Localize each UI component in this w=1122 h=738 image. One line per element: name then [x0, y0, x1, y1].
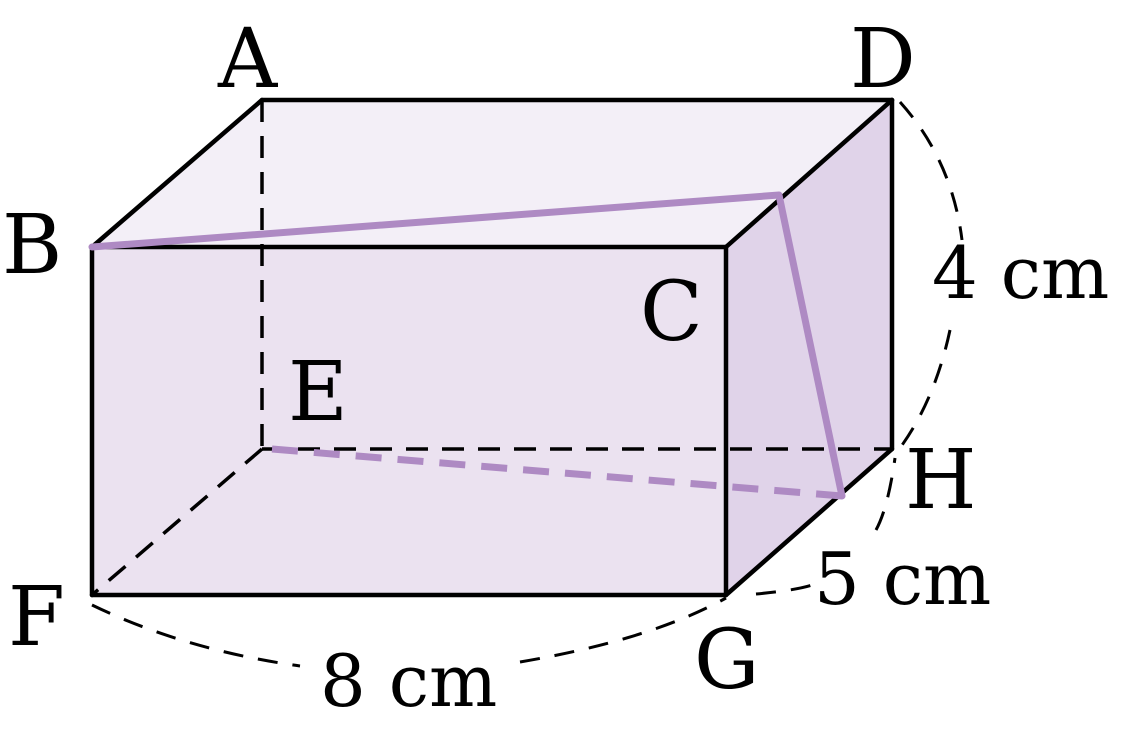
length-dimension-arc [91, 596, 727, 668]
surface-path-hidden [271, 445, 843, 500]
height-dimension-arc [898, 100, 964, 449]
hidden-edge-ef [90, 447, 264, 597]
depth-dimension-arc [755, 457, 897, 596]
vertex-label-c: C [640, 265, 703, 360]
dimension-label-height: 4 cm [932, 231, 1109, 315]
edge-dc [723, 97, 895, 250]
vertex-label-a: A [217, 12, 279, 107]
vertex-label-h: H [905, 433, 977, 528]
edge-gh [723, 446, 895, 598]
vertex-label-d: D [850, 12, 916, 107]
vertex-label-b: B [2, 198, 62, 293]
surface-path-visible [88, 191, 846, 500]
vertex-label-f: F [8, 570, 65, 665]
dimension-label-length: 8 cm [320, 639, 497, 723]
front-face [92, 247, 726, 595]
edge-ab [89, 97, 265, 250]
top-face [92, 100, 892, 247]
dimension-label-depth: 5 cm [814, 537, 991, 621]
vertex-label-e: E [288, 345, 348, 440]
vertex-label-g: G [694, 613, 760, 708]
